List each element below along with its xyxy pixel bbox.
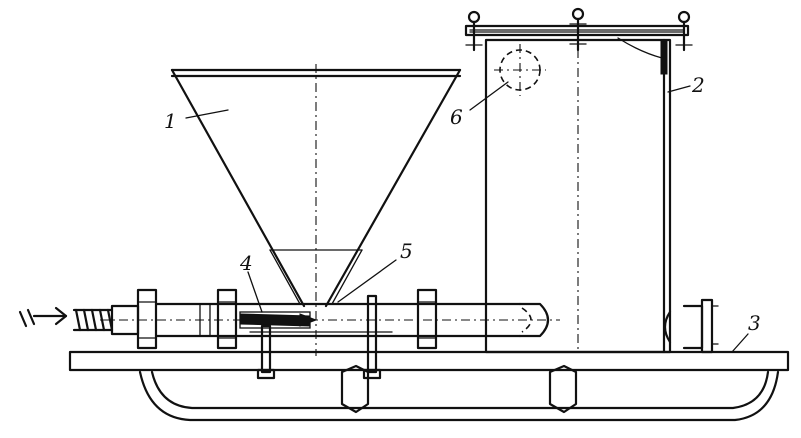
tank [464,7,693,354]
label-screw: 4 [239,251,253,275]
base-frame [68,350,790,422]
label-outlet: 5 [400,239,413,263]
label-tank: 2 [691,73,705,97]
tank-outlet-pipe [663,298,719,354]
feed-tube [72,288,560,350]
callouts: 1 2 3 4 5 6 [164,73,761,353]
tank-clamps [465,7,693,52]
label-frame: 3 [748,311,761,335]
hatch [494,44,546,96]
inlet-flow-arrow [18,306,68,328]
label-hopper: 1 [164,109,177,133]
hopper [170,64,462,356]
screw [199,303,318,337]
clamp-bolts [249,294,393,380]
label-hatch: 6 [450,105,463,129]
